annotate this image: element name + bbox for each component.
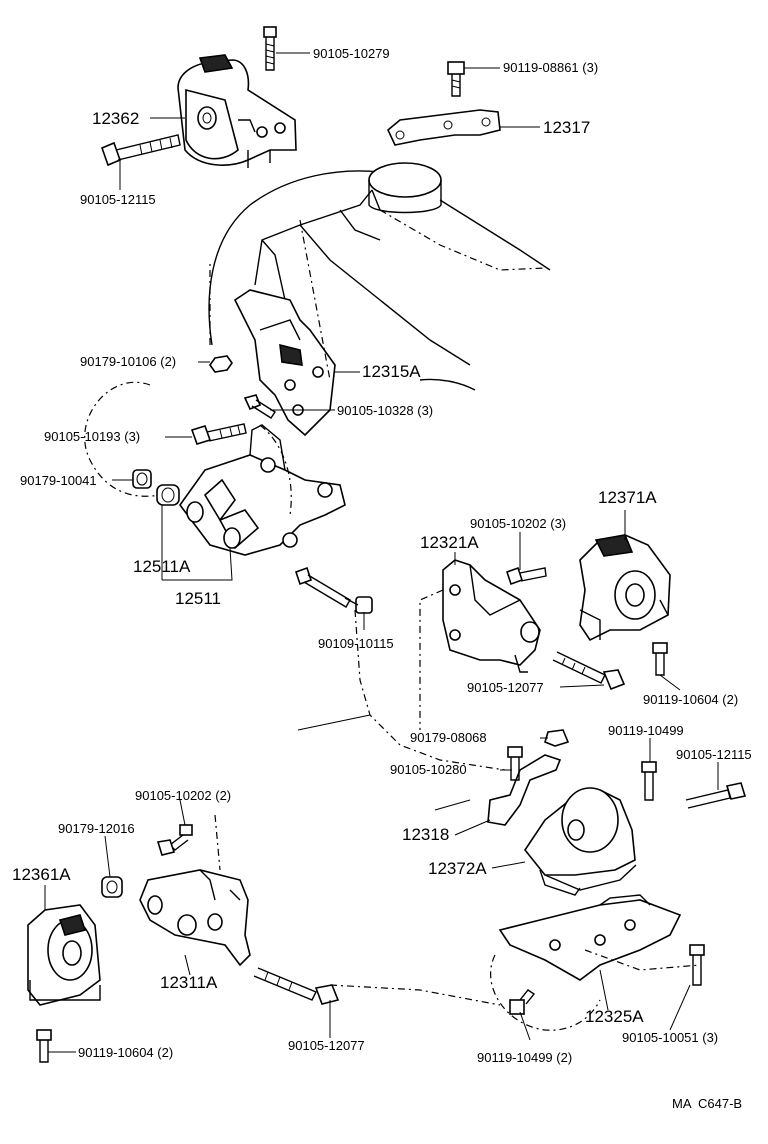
oil-cap [368,162,442,198]
nut-90119-08861 [447,61,465,97]
label-12511A: 12511A [133,557,191,576]
label-12361A: 12361A [12,865,71,884]
label-12372A: 12372A [428,859,487,878]
label-90105-10202-2: 90105-10202 (2) [135,788,231,803]
mount-12362 [177,54,297,168]
nut-90179-08068 [544,729,570,747]
label-90179-12016: 90179-12016 [58,821,135,836]
label-diagram-code: MA C647-B [672,1096,742,1111]
label-12317: 12317 [543,118,590,137]
label-90119-10499: 90119-10499 [608,723,684,738]
circle-callout-left [84,381,292,516]
bracket-12315A [233,289,336,437]
label-90105-10193: 90105-10193 (3) [44,429,140,444]
label-90105-10280: 90105-10280 [390,762,467,777]
bolt-90105-12077-bot [253,967,340,1005]
label-12315A: 12315A [362,362,421,381]
bolt-90119-10604-left [36,1029,52,1063]
alignment-lines [209,219,701,1006]
bolt-90119-10499 [641,761,657,801]
bracket-12318 [487,754,562,826]
nut-90179-10106 [209,355,233,373]
label-12362: 12362 [92,109,139,128]
label-90105-10328: 90105-10328 (3) [337,403,433,418]
circle-callout-bottom [490,954,601,1031]
bolt-90119-10499-2 [509,989,536,1015]
label-90179-08068: 90179-08068 [410,730,487,745]
label-90119-10604-left: 90119-10604 (2) [78,1045,173,1060]
label-90109-10115: 90109-10115 [318,636,394,651]
label-90105-12115-right: 90105-12115 [676,747,752,762]
mount-12361A [27,904,101,1006]
label-90179-10041: 90179-10041 [20,473,97,488]
label-12371A: 12371A [598,488,657,507]
bolt-90105-10202-2 [156,824,193,856]
bracket-12317 [387,109,501,146]
mount-12511 [179,424,346,556]
washer-90179-12016 [101,876,123,898]
part-labels: 90105-10279 90119-08861 (3) 12362 12317 … [12,46,752,1111]
bushing-12511A [156,484,180,506]
label-90119-10499-2: 90119-10499 (2) [477,1050,572,1065]
label-90105-12115-top: 90105-12115 [80,192,156,207]
label-90105-10279: 90105-10279 [313,46,390,61]
bolt-90105-10193 [190,423,247,445]
label-90179-10106: 90179-10106 (2) [80,354,176,369]
bracket-12311A [139,869,251,967]
bolt-90105-12115-right [685,782,747,809]
collar-90179-10041 [132,469,152,489]
mount-12371A [579,534,671,642]
label-90105-10051: 90105-10051 (3) [622,1030,718,1045]
bolt-90105-10202-3 [505,566,547,586]
engine-outline [208,162,551,391]
bolt-90105-12115-top [100,134,181,167]
label-12311A: 12311A [160,973,218,992]
leader-lines [44,52,719,1053]
label-90105-12077-mid: 90105-12077 [467,680,544,695]
bracket-12321A [442,559,541,673]
label-12318: 12318 [402,825,449,844]
label-90119-08861: 90119-08861 (3) [503,60,598,75]
plate-12325A [498,894,682,981]
bolt-90109-10115 [294,566,373,614]
bolt-90105-10280 [507,746,523,781]
bolt-90105-12077-mid [552,651,626,691]
label-90119-10604-right: 90119-10604 (2) [643,692,738,707]
label-12321A: 12321A [420,533,479,552]
label-12325A: 12325A [585,1007,644,1026]
label-12511: 12511 [175,589,221,608]
label-90105-12077-bot: 90105-12077 [288,1038,365,1053]
bolt-90105-10279 [263,26,277,71]
label-90105-10202-3: 90105-10202 (3) [470,516,566,531]
bolt-90105-10051 [689,944,705,986]
bolt-90105-10328 [243,394,276,419]
bolt-90119-10604-right [652,642,668,676]
mount-12372A [524,787,637,896]
